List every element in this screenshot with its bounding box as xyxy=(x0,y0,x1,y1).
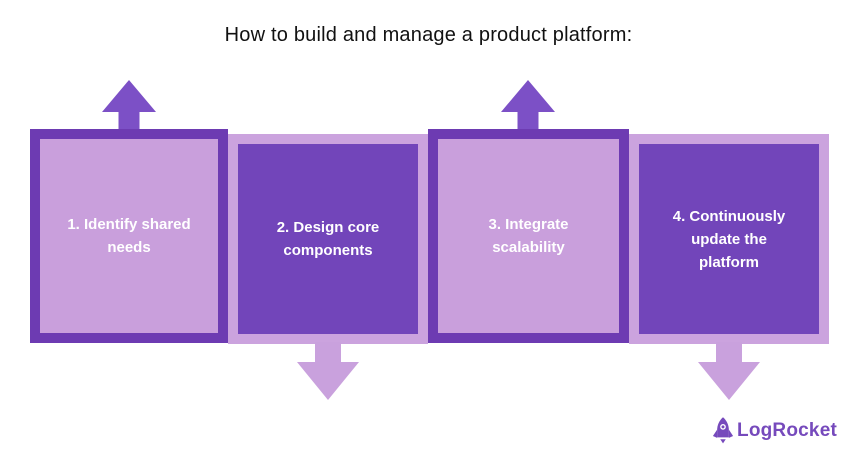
step-label-2: 2. Design core components xyxy=(276,219,380,259)
step-label-1: 1. Identify shared needs xyxy=(67,216,191,256)
arrow-down-shape xyxy=(698,342,760,400)
page-title: How to build and manage a product platfo… xyxy=(224,24,633,46)
step-label-4: 4. Continuously update the platform xyxy=(672,207,786,271)
step-box-1: 1. Identify shared needs xyxy=(30,129,228,343)
step-box-4: 4. Continuously update the platform xyxy=(629,134,829,344)
arrow-down-shape xyxy=(297,342,359,400)
logo-text: LogRocket xyxy=(737,420,837,441)
logrocket-logo: LogRocket xyxy=(712,414,837,448)
rocket-icon xyxy=(712,417,734,444)
arrow-up-shape xyxy=(102,80,156,130)
arrow-up-shape xyxy=(501,80,555,130)
arrow-down-icon xyxy=(698,342,760,400)
step-label-3: 3. Integrate scalability xyxy=(488,216,569,256)
step-box-2: 2. Design core components xyxy=(228,134,428,344)
step-box-3: 3. Integrate scalability xyxy=(428,129,629,343)
arrow-up-icon xyxy=(501,80,555,130)
arrow-down-icon xyxy=(297,342,359,400)
arrow-up-icon xyxy=(102,80,156,130)
